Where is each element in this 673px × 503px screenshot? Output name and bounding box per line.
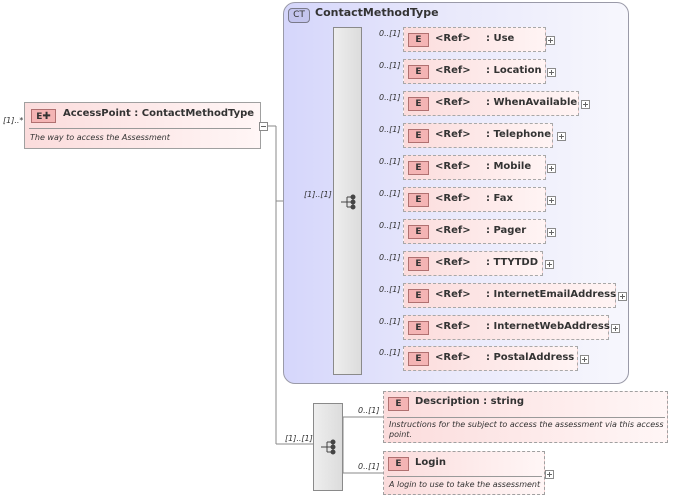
expand-icon[interactable] bbox=[581, 100, 590, 109]
element-location[interactable]: E <Ref> : Location bbox=[403, 59, 546, 84]
element-name: : Pager bbox=[486, 225, 527, 236]
element-multiplicity: 0..[1] bbox=[379, 221, 401, 230]
element-badge-icon: E✚ bbox=[31, 109, 56, 123]
element-ref: <Ref> bbox=[435, 321, 471, 332]
complex-type-badge-icon: CT bbox=[288, 8, 310, 23]
element-multiplicity: 0..[1] bbox=[379, 93, 401, 102]
description-separator bbox=[387, 417, 665, 418]
sequence-icon bbox=[341, 194, 356, 210]
element-name: : PostalAddress bbox=[486, 352, 575, 363]
root-element-box[interactable]: E✚ AccessPoint : ContactMethodType The w… bbox=[24, 102, 261, 149]
expand-icon[interactable] bbox=[547, 164, 556, 173]
expand-icon[interactable] bbox=[580, 355, 589, 364]
complex-type-title: ContactMethodType bbox=[315, 6, 439, 19]
description-element-box[interactable]: E Description : string Instructions for … bbox=[383, 391, 668, 443]
login-element-title: Login bbox=[415, 457, 446, 468]
element-pager[interactable]: E <Ref> : Pager bbox=[403, 219, 546, 244]
collapse-root-icon[interactable] bbox=[259, 122, 268, 131]
element-badge-icon: E bbox=[388, 397, 409, 411]
expand-icon[interactable] bbox=[547, 196, 556, 205]
element-badge-icon: E bbox=[408, 193, 429, 207]
element-ref: <Ref> bbox=[435, 65, 471, 76]
element-multiplicity: 0..[1] bbox=[379, 29, 401, 38]
element-ref: <Ref> bbox=[435, 193, 471, 204]
element-badge-icon: E bbox=[408, 225, 429, 239]
login-separator bbox=[387, 476, 542, 477]
root-multiplicity: [1]..* bbox=[3, 116, 24, 125]
description-element-title: Description : string bbox=[415, 396, 525, 407]
element-name: : Location bbox=[486, 65, 542, 76]
element-postaladdress[interactable]: E <Ref> : PostalAddress bbox=[403, 346, 578, 371]
login-element-box[interactable]: E Login A login to use to take the asses… bbox=[383, 451, 545, 495]
expand-icon[interactable] bbox=[547, 228, 556, 237]
expand-icon[interactable] bbox=[545, 470, 554, 479]
root-element-title: AccessPoint : ContactMethodType bbox=[63, 108, 255, 119]
element-badge-icon: E bbox=[408, 129, 429, 143]
element-telephone[interactable]: E <Ref> : Telephone bbox=[403, 123, 553, 148]
element-ref: <Ref> bbox=[435, 33, 471, 44]
element-name: : TTYTDD bbox=[486, 257, 539, 268]
element-name: : Telephone bbox=[486, 129, 552, 140]
element-badge-icon: E bbox=[408, 321, 429, 335]
extension-sequence-compositor[interactable] bbox=[313, 403, 343, 491]
element-ref: <Ref> bbox=[435, 161, 471, 172]
expand-icon[interactable] bbox=[546, 36, 555, 45]
expand-icon[interactable] bbox=[611, 324, 620, 333]
element-badge-icon: E bbox=[408, 289, 429, 303]
element-whenavailable[interactable]: E <Ref> : WhenAvailable bbox=[403, 91, 579, 116]
expand-icon[interactable] bbox=[547, 68, 556, 77]
element-use[interactable]: E <Ref> : Use bbox=[403, 27, 546, 52]
element-fax[interactable]: E <Ref> : Fax bbox=[403, 187, 546, 212]
element-name: : Mobile bbox=[486, 161, 532, 172]
element-internetemailaddress[interactable]: E <Ref> : InternetEmailAddress bbox=[403, 283, 616, 308]
element-multiplicity: 0..[1] bbox=[379, 61, 401, 70]
element-internetwebaddress[interactable]: E <Ref> : InternetWebAddress bbox=[403, 315, 610, 340]
element-multiplicity: 0..[1] bbox=[379, 285, 401, 294]
login-multiplicity: 0..[1] bbox=[358, 462, 380, 471]
element-ref: <Ref> bbox=[435, 352, 471, 363]
extension-sequence-multiplicity: [1]..[1] bbox=[285, 434, 313, 443]
element-ref: <Ref> bbox=[435, 129, 471, 140]
element-multiplicity: 0..[1] bbox=[379, 157, 401, 166]
element-multiplicity: 0..[1] bbox=[379, 125, 401, 134]
description-element-text: Instructions for the subject to access t… bbox=[389, 420, 664, 439]
element-ref: <Ref> bbox=[435, 289, 471, 300]
element-ref: <Ref> bbox=[435, 97, 471, 108]
root-separator bbox=[29, 128, 251, 129]
element-badge-icon: E bbox=[408, 352, 429, 366]
expand-icon[interactable] bbox=[557, 132, 566, 141]
element-badge-icon: E bbox=[408, 97, 429, 111]
element-name: : InternetWebAddress bbox=[486, 321, 610, 332]
description-multiplicity: 0..[1] bbox=[358, 406, 380, 415]
element-name: : InternetEmailAddress bbox=[486, 289, 617, 300]
sequence-multiplicity: [1]..[1] bbox=[304, 190, 332, 199]
root-element-description: The way to access the Assessment bbox=[30, 133, 170, 142]
element-badge-icon: E bbox=[408, 65, 429, 79]
expand-icon[interactable] bbox=[618, 292, 627, 301]
element-name: : Use bbox=[486, 33, 515, 44]
element-name: : WhenAvailable bbox=[486, 97, 578, 108]
element-badge-icon: E bbox=[408, 33, 429, 47]
element-multiplicity: 0..[1] bbox=[379, 317, 401, 326]
element-multiplicity: 0..[1] bbox=[379, 189, 401, 198]
expand-icon[interactable] bbox=[545, 260, 554, 269]
sequence-compositor[interactable] bbox=[333, 27, 362, 375]
sequence-icon bbox=[321, 439, 336, 455]
element-ref: <Ref> bbox=[435, 225, 471, 236]
element-multiplicity: 0..[1] bbox=[379, 348, 401, 357]
element-multiplicity: 0..[1] bbox=[379, 253, 401, 262]
element-ref: <Ref> bbox=[435, 257, 471, 268]
element-badge-icon: E bbox=[408, 257, 429, 271]
element-badge-icon: E bbox=[408, 161, 429, 175]
login-element-text: A login to use to take the assessment bbox=[389, 480, 541, 489]
element-badge-icon: E bbox=[388, 457, 409, 471]
element-name: : Fax bbox=[486, 193, 513, 204]
element-mobile[interactable]: E <Ref> : Mobile bbox=[403, 155, 546, 180]
element-ttytdd[interactable]: E <Ref> : TTYTDD bbox=[403, 251, 543, 276]
